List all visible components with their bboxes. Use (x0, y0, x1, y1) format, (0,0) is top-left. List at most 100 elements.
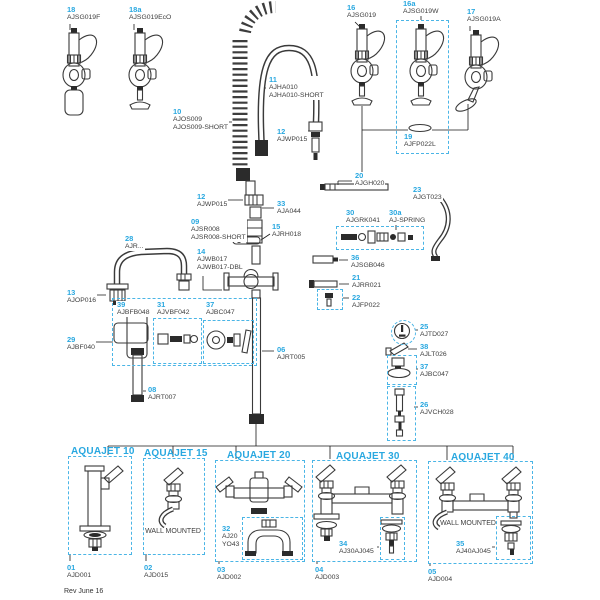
group-box-25 (391, 320, 416, 345)
part-number: AJD003 (315, 574, 340, 581)
tube-23 (431, 196, 451, 261)
part-number: AJBFB048 (117, 309, 150, 316)
part-number: AJVCH028 (420, 409, 454, 416)
part-number: AJSG019 (347, 12, 377, 19)
callout-number: 06 (277, 345, 286, 354)
wall-mounted-note-40: WALL MOUNTED (440, 520, 496, 527)
part-number: AJFP022L (404, 141, 436, 148)
part-number: AJD002 (217, 574, 242, 581)
group-box-16a (396, 20, 449, 154)
part-21 (309, 280, 338, 288)
part-number: AJ30AJ045 (339, 548, 374, 555)
callout-number: 04 (315, 565, 324, 574)
part-number: AJSR008 (191, 226, 220, 233)
swivel-35 (500, 520, 522, 555)
part-number: AJOS009-SHORT (173, 124, 229, 131)
callout-number: 20 (355, 171, 364, 180)
aquajet-10-unit (79, 465, 124, 551)
group-box-22 (317, 289, 343, 310)
group-box-aquajet-10 (68, 456, 132, 555)
part-number: AJSG019EcO (129, 14, 172, 21)
part-number: AJHA010-SHORT (269, 92, 324, 99)
part-number: AJOS009 (173, 116, 203, 123)
revision-note: Rev June 16 (64, 588, 104, 595)
part-number: YO43 (222, 541, 240, 548)
callout-number: 12 (277, 127, 286, 136)
part-22 (325, 293, 333, 307)
group-box-26 (387, 386, 416, 441)
group-box-aquajet-40 (428, 461, 533, 564)
group-box-35 (496, 516, 531, 560)
callout-number: 18a (129, 5, 142, 14)
part-number: AJHA010 (269, 84, 298, 91)
wall-mounted-note-15: WALL MOUNTED (145, 528, 201, 535)
group-box-39 (112, 298, 257, 366)
callout-number: 16a (403, 0, 416, 8)
part-number: AJRT005 (277, 354, 306, 361)
part-number: AJLT026 (420, 351, 447, 358)
part-number: AJD015 (144, 572, 169, 579)
spray-valve-16a (409, 24, 444, 106)
part-number: AJBC047 (206, 309, 235, 316)
callout-number: 25 (420, 322, 429, 331)
group-box-32 (242, 517, 303, 560)
part-number: AJD001 (67, 572, 92, 579)
callout-number: 01 (67, 563, 76, 572)
spray-valve-18 (62, 28, 97, 116)
swivel-34 (380, 519, 403, 554)
callout-number: 34 (339, 539, 348, 548)
callout-number: 28 (125, 234, 134, 243)
section-title-aquajet-40: AQUAJET 40 (451, 452, 515, 463)
callout-number: 12 (197, 192, 206, 201)
part-number: AJWB017 (197, 256, 228, 263)
callout-number: 21 (352, 273, 361, 282)
part-number: AJSR008-SHORT (191, 234, 246, 241)
section-title-aquajet-10: AQUAJET 10 (71, 446, 135, 457)
callout-number: 08 (148, 385, 157, 394)
part-37b (387, 357, 411, 379)
callout-number: 35 (456, 539, 465, 548)
callout-number: 05 (428, 567, 437, 576)
part-number: AJOP016 (67, 297, 97, 304)
part-number: AJGT023 (413, 194, 442, 201)
part-38 (385, 342, 409, 356)
part-number: AJSG019A (467, 16, 501, 23)
group-box-aquajet-20 (215, 460, 305, 562)
callout-number: 37 (420, 362, 429, 371)
kit-30 (341, 230, 413, 244)
callout-number: 02 (144, 563, 153, 572)
callout-number: 16 (347, 3, 356, 12)
spray-valve-17 (455, 30, 499, 112)
disc-19 (408, 123, 432, 133)
callout-number: 32 (222, 524, 231, 533)
group-box-aquajet-30 (312, 460, 417, 562)
kit-31 (157, 333, 199, 345)
section-title-aquajet-20: AQUAJET 20 (227, 450, 291, 461)
